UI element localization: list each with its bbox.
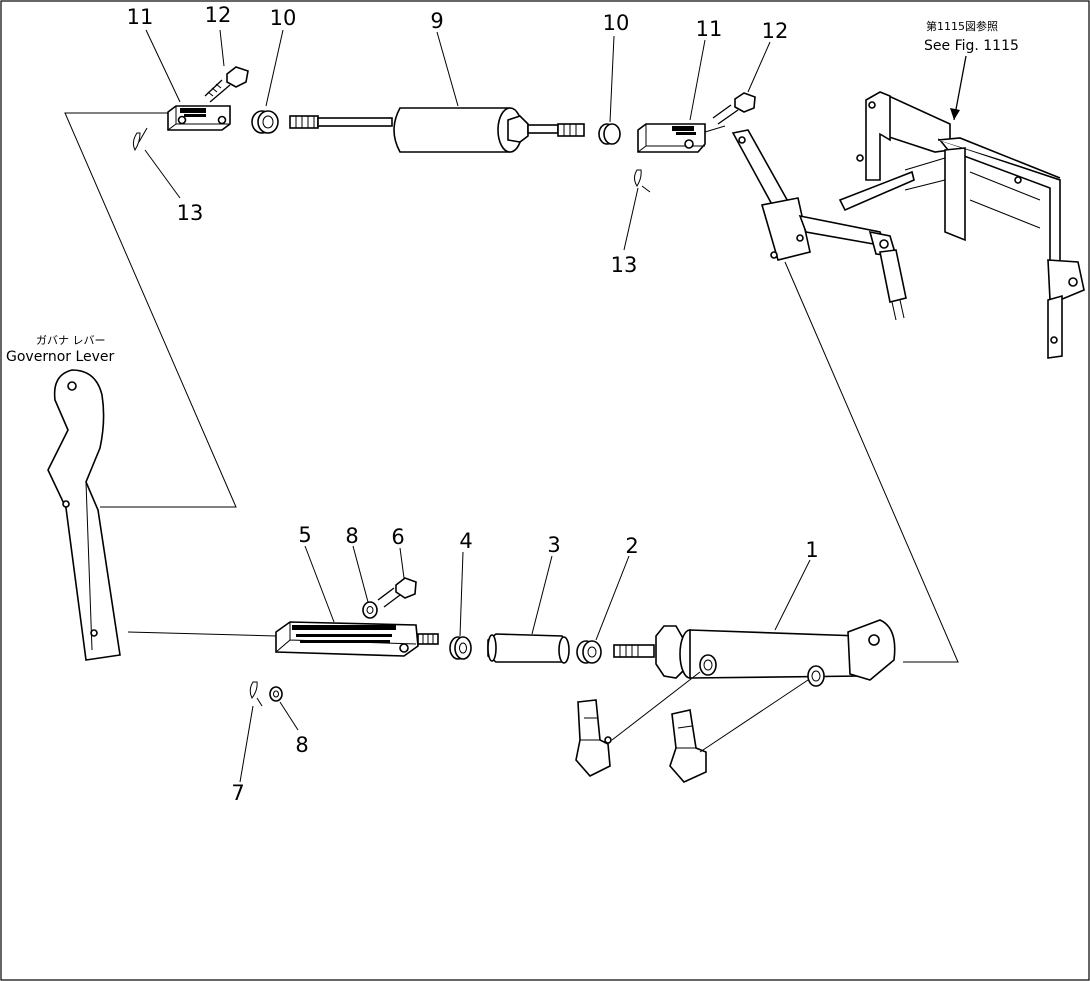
washer-lower	[269, 686, 283, 702]
label-12-left: 12	[205, 3, 232, 27]
adjuster-block	[275, 621, 439, 657]
air-cylinder	[613, 619, 896, 687]
clevis-left	[167, 105, 231, 131]
label-11-right: 11	[696, 17, 723, 41]
bracket-linkage	[731, 91, 1085, 359]
governor-lever	[47, 369, 121, 661]
elbow-fitting-right	[669, 679, 809, 783]
label-12-right: 12	[762, 19, 789, 43]
damper-rod	[289, 107, 585, 153]
elbow-fitting-left	[575, 671, 701, 777]
label-9: 9	[430, 9, 443, 33]
leader-lines	[144, 29, 967, 783]
bolt-left	[204, 66, 249, 103]
governor-lever-label: Governor Lever	[6, 349, 115, 365]
label-13-right: 13	[611, 253, 638, 277]
part-number-labels: 11 12 10 9 10 11 12 13 13 5 8 6 4 3 2 1 …	[127, 3, 819, 805]
label-7: 7	[231, 781, 244, 805]
annotations: 第1115図参照 See Fig. 1115 ガバナ レバー Governor …	[6, 19, 1019, 365]
sleeve	[487, 633, 570, 664]
label-3: 3	[547, 533, 560, 557]
label-10-left: 10	[270, 6, 297, 30]
label-13-left: 13	[177, 201, 204, 225]
label-5: 5	[298, 523, 311, 547]
see-fig-note: See Fig. 1115	[924, 38, 1019, 54]
label-6: 6	[391, 525, 404, 549]
label-2: 2	[625, 534, 638, 558]
cotter-pin-lower	[249, 681, 263, 707]
nut-right	[598, 123, 621, 145]
label-10-right: 10	[603, 11, 630, 35]
see-fig-jp-note: 第1115図参照	[926, 19, 998, 33]
clevis-right	[637, 123, 726, 153]
washer-upper	[362, 601, 378, 619]
cotter-pin-right	[634, 169, 651, 193]
bolt-right	[712, 92, 756, 125]
label-11-left: 11	[127, 5, 154, 29]
label-8-upper: 8	[345, 524, 358, 548]
nut-lower-2	[576, 640, 602, 664]
nut-lower	[449, 636, 472, 660]
nut-left	[251, 110, 279, 134]
governor-lever-jp-label: ガバナ レバー	[36, 334, 106, 347]
label-8-lower: 8	[295, 733, 308, 757]
bolt-lower	[377, 577, 417, 608]
cotter-pin-left	[132, 127, 148, 152]
label-1: 1	[805, 538, 818, 562]
assembly-lines	[64, 112, 959, 663]
label-4: 4	[459, 529, 472, 553]
